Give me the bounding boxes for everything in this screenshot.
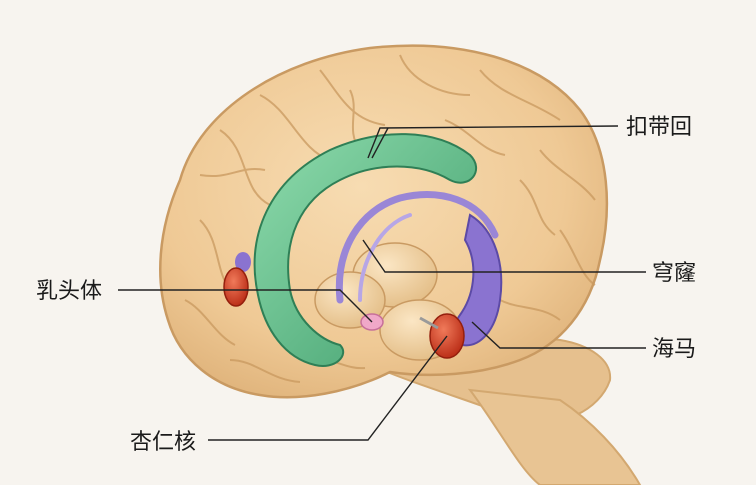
label-fornix: 穹窿 [652, 261, 696, 286]
label-cingulate: 扣带回 [626, 115, 692, 140]
label-hippocampus: 海马 [652, 337, 696, 362]
label-amygdala: 杏仁核 [130, 430, 196, 455]
amygdala-left [224, 268, 248, 306]
label-mammillary: 乳头体 [36, 279, 102, 304]
